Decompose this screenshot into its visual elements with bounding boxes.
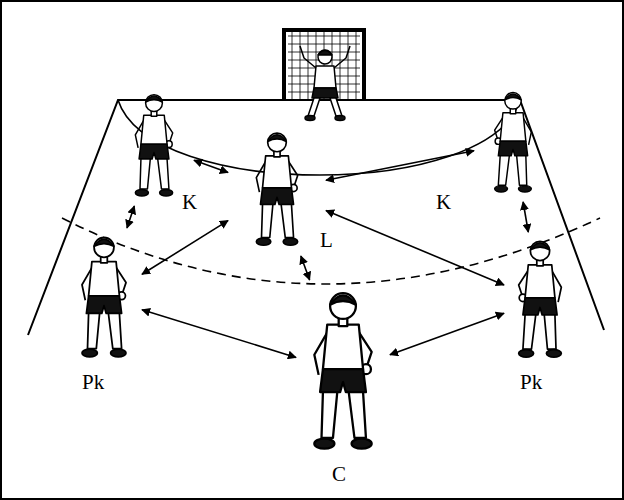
pass-arrow — [142, 221, 228, 275]
player: Pk — [508, 236, 572, 364]
player: Pk — [70, 232, 138, 364]
pass-arrow — [326, 151, 474, 180]
pass-arrow — [127, 206, 134, 228]
pass-arrow — [523, 202, 528, 232]
player-position-label: Pk — [80, 370, 106, 394]
goalkeeper — [300, 46, 350, 121]
player-figure — [478, 88, 548, 198]
player-position-label: K — [180, 190, 199, 214]
pass-arrow — [390, 313, 504, 355]
player: C — [300, 284, 386, 460]
player: K — [118, 90, 190, 202]
player-figure — [232, 128, 322, 252]
player-position-label: K — [434, 190, 453, 214]
player-figure — [508, 236, 572, 364]
player-figure — [300, 284, 386, 460]
goal-area-line — [118, 100, 520, 175]
pass-arrow — [142, 310, 296, 358]
player-figure — [70, 232, 138, 364]
pass-arrow — [301, 256, 310, 280]
court-lines — [28, 100, 604, 335]
pass-arrow — [194, 160, 228, 172]
goal — [284, 30, 364, 100]
player: L — [232, 128, 322, 252]
free-throw-line — [62, 218, 600, 284]
player-figure — [118, 90, 190, 202]
player: K — [478, 88, 548, 198]
player-position-label: L — [318, 228, 335, 252]
player-position-label: C — [330, 462, 348, 486]
player-position-label: Pk — [518, 370, 544, 394]
pass-arrow — [326, 211, 504, 285]
